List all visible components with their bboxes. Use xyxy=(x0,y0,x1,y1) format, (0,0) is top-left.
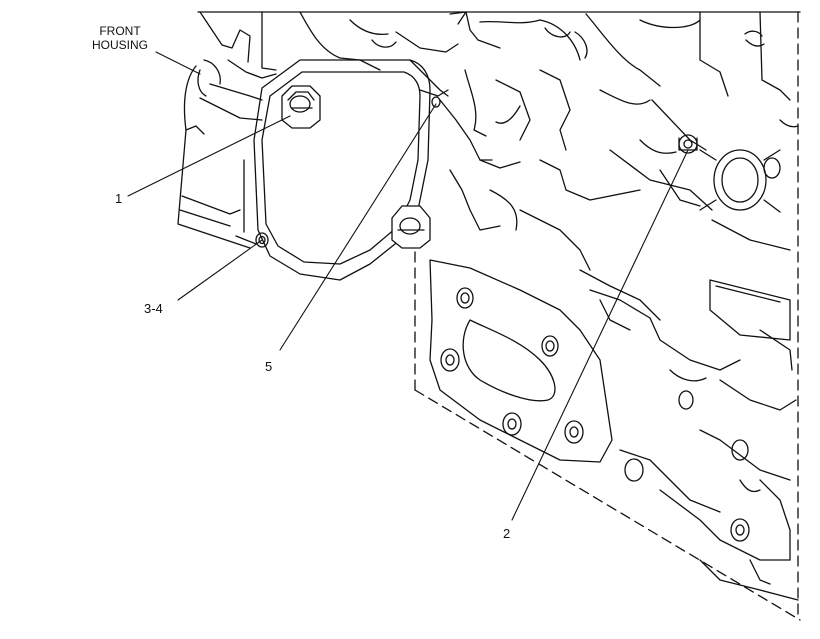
callout-item-1: 1 xyxy=(115,191,123,206)
leader-lines xyxy=(127,51,689,521)
leader-item-2 xyxy=(511,149,689,521)
cover xyxy=(253,59,449,281)
front-housing-label-line1: FRONT xyxy=(99,24,141,38)
bolt-item-1 xyxy=(281,85,321,129)
bolt-lower xyxy=(391,205,431,249)
gasket-plate xyxy=(429,259,613,463)
front-housing xyxy=(177,59,277,249)
callout-front-housing: FRONT HOUSING xyxy=(92,24,148,52)
front-housing-label-line2: HOUSING xyxy=(92,38,149,52)
leader-item-1 xyxy=(127,115,291,197)
engine-block xyxy=(197,11,801,621)
callout-item-2: 2 xyxy=(503,526,511,541)
leader-front-housing xyxy=(155,51,201,75)
callout-item-5: 5 xyxy=(265,359,273,374)
callout-item-3-4: 3-4 xyxy=(144,301,163,316)
leader-item-3-4 xyxy=(177,239,263,301)
leader-item-5 xyxy=(279,103,437,351)
